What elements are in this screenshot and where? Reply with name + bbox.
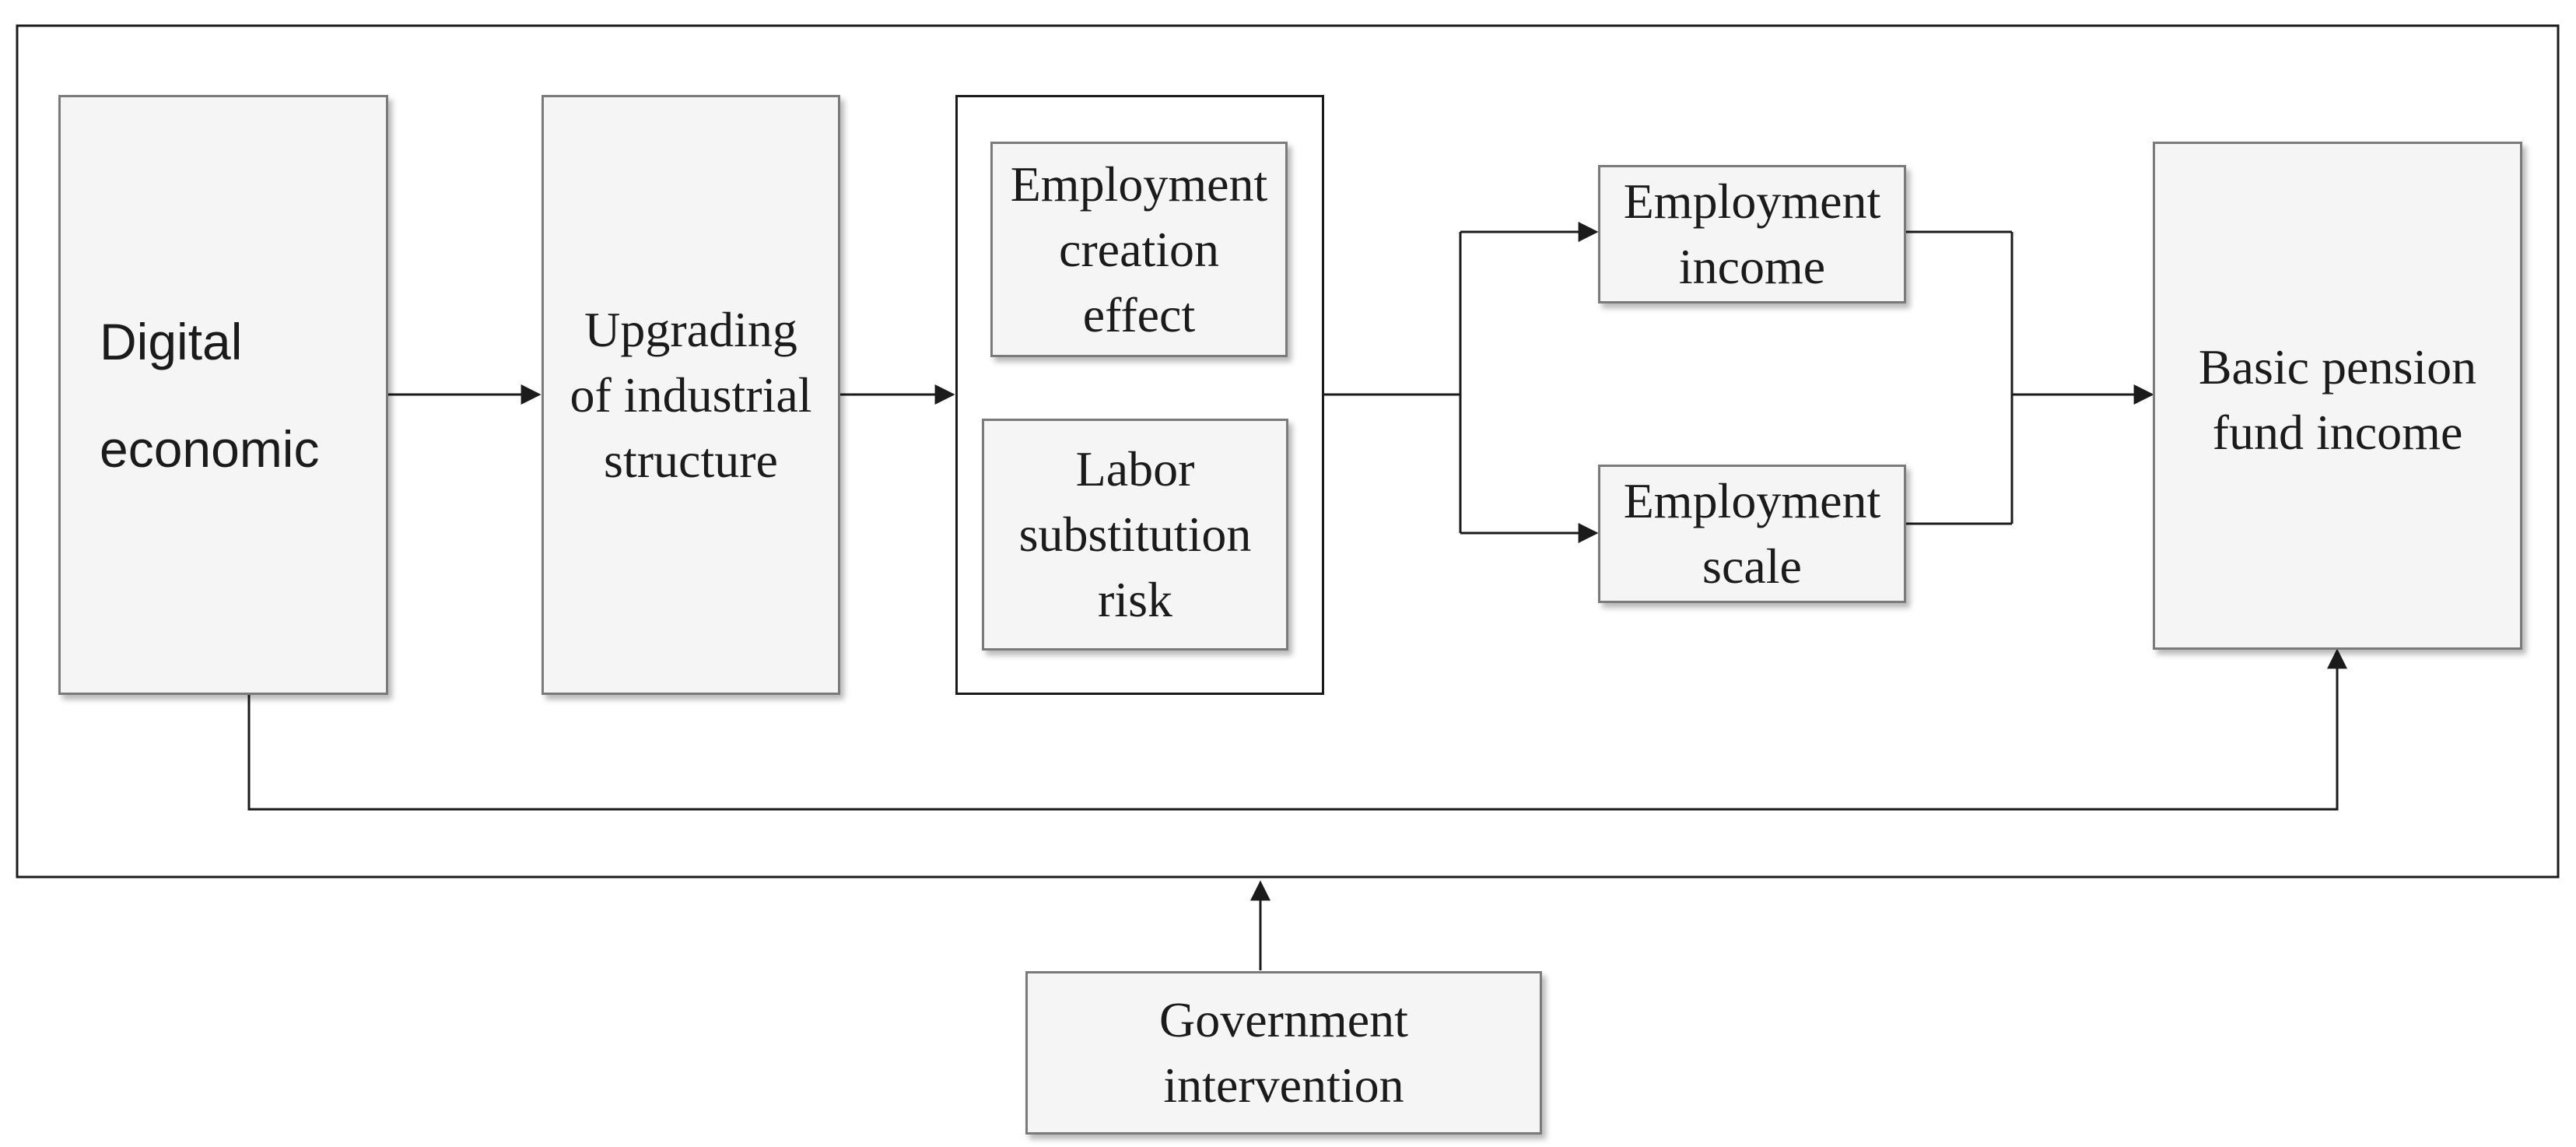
node-labor-substitution-risk: Labor substitution risk xyxy=(982,419,1288,651)
node-employment-income-label: Employment income xyxy=(1623,174,1881,294)
node-employment-creation-effect: Employment creation effect xyxy=(990,142,1288,357)
node-labor-substitution-label: Labor substitution risk xyxy=(1018,441,1252,627)
node-basic-pension-label: Basic pension fund income xyxy=(2198,339,2477,460)
node-government-intervention: Government intervention xyxy=(1025,971,1542,1135)
node-employment-scale: Employment scale xyxy=(1598,465,1906,603)
node-digital-economic: Digital economic xyxy=(58,95,388,695)
node-employment-scale-label: Employment scale xyxy=(1623,473,1881,594)
effects-group-frame xyxy=(955,95,1324,695)
node-employment-income: Employment income xyxy=(1598,165,1906,303)
node-employment-creation-label: Employment creation effect xyxy=(1010,156,1268,342)
node-upgrading-label: Upgrading of industrial structure xyxy=(570,301,812,488)
node-upgrading-industrial-structure: Upgrading of industrial structure xyxy=(541,95,840,695)
arrow-digital-direct-to-pension xyxy=(247,648,2347,811)
node-government-label: Government intervention xyxy=(1159,992,1408,1113)
outer-frame xyxy=(16,24,2560,879)
node-basic-pension-fund-income: Basic pension fund income xyxy=(2153,142,2522,650)
node-digital-economic-label: Digital economic xyxy=(100,313,320,478)
